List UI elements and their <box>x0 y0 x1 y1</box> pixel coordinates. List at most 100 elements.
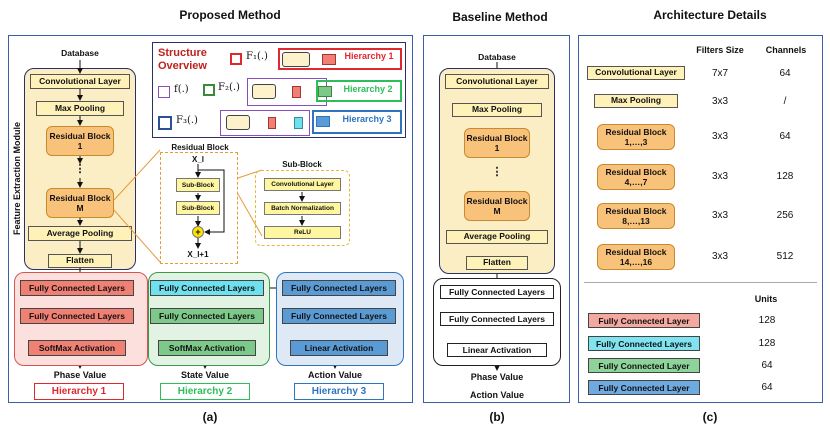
h2-feature-icon <box>252 84 276 99</box>
caption-b: (b) <box>489 410 505 424</box>
dots: ⋮ <box>74 163 86 175</box>
c-fc-4-units: 64 <box>761 382 773 393</box>
residual-block-title: Residual Block <box>171 143 229 152</box>
structure-title: Structure Overview <box>158 47 207 73</box>
residual-block-m: Residual Block M <box>46 188 114 218</box>
xl1-label: X_l+1 <box>187 250 209 259</box>
h2-softmax: SoftMax Activation <box>158 340 256 356</box>
c-res-4-filters: 3x3 <box>711 251 729 262</box>
f1-icon <box>230 53 242 65</box>
add-node: + <box>192 226 204 238</box>
conv-layer: Convolutional Layer <box>30 74 130 89</box>
b-residual-block-1: Residual Block 1 <box>464 128 530 158</box>
c-fc-3: Fully Connected Layer <box>588 358 700 373</box>
panel-architecture <box>578 35 823 403</box>
sb-relu: ReLU <box>264 226 341 239</box>
c-fc-3-units: 64 <box>761 360 773 371</box>
h1-fc-2: Fully Connected Layers <box>20 308 134 324</box>
c-res-3: Residual Block 8,…,13 <box>597 203 675 229</box>
b-average-pooling: Average Pooling <box>446 230 548 244</box>
col-units: Units <box>754 294 778 304</box>
sub-block-title: Sub-Block <box>282 160 322 169</box>
c-divider <box>584 282 817 283</box>
f2-label: F₂(.) <box>218 82 240 93</box>
sb-batchnorm: Batch Normalization <box>264 202 341 215</box>
h2-fc-2: Fully Connected Layers <box>150 308 264 324</box>
c-fc-2-units: 128 <box>758 338 776 349</box>
hierarchy-1-label: Hierarchy 1 <box>34 383 124 400</box>
b-flatten: Flatten <box>466 256 528 270</box>
flatten: Flatten <box>48 254 112 268</box>
h3-cyan-icon <box>294 117 303 129</box>
h3-label-so: Hierarchy 3 <box>342 114 392 124</box>
h3-fc-2: Fully Connected Layers <box>282 308 396 324</box>
h3-linear: Linear Activation <box>290 340 388 356</box>
c-res-1-filters: 3x3 <box>711 131 729 142</box>
h2-block <box>316 80 402 102</box>
f1-label: F₁(.) <box>246 51 268 62</box>
c-res-3-channels: 256 <box>776 210 794 221</box>
c-res-2-channels: 128 <box>776 171 794 182</box>
max-pooling: Max Pooling <box>36 101 124 116</box>
header-proposed: Proposed Method <box>179 8 281 22</box>
c-fc-1: Fully Connected Layer <box>588 313 700 328</box>
h2-label-so: Hierarchy 2 <box>343 84 393 94</box>
b-action-value: Action Value <box>469 390 524 400</box>
sub-block-2: Sub-Block <box>176 201 220 215</box>
h1-feature-icon <box>282 52 310 67</box>
c-conv-filters: 7x7 <box>711 68 729 79</box>
c-res-2-filters: 3x3 <box>711 171 729 182</box>
panel-baseline <box>423 35 570 403</box>
c-conv-channels: 64 <box>779 68 791 79</box>
c-res-4-channels: 512 <box>776 251 794 262</box>
h2-green-icon <box>318 86 332 97</box>
hierarchy-3-label: Hierarchy 3 <box>294 383 384 400</box>
c-maxpool-channels: / <box>783 96 787 107</box>
c-fc-2: Fully Connected Layers <box>588 336 700 351</box>
c-maxpool-filters: 3x3 <box>711 96 729 107</box>
header-architecture: Architecture Details <box>653 8 767 22</box>
database-label: Database <box>61 48 99 58</box>
h1-block <box>278 48 402 70</box>
b-fc-2: Fully Connected Layers <box>440 312 554 326</box>
c-conv: Convolutional Layer <box>587 66 685 80</box>
b-residual-block-m: Residual Block M <box>464 191 530 221</box>
h1-fc-icon <box>322 54 336 65</box>
c-fc-1-units: 128 <box>758 315 776 326</box>
b-conv-layer: Convolutional Layer <box>445 74 549 89</box>
caption-a: (a) <box>202 410 218 424</box>
phase-value: Phase Value <box>53 370 107 380</box>
c-maxpool: Max Pooling <box>594 94 678 108</box>
f-label: f(.) <box>174 84 189 95</box>
xl-label: X_l <box>191 155 204 164</box>
h3-feature-icon <box>226 115 250 130</box>
h1-fc-1: Fully Connected Layers <box>20 280 134 296</box>
b-database: Database <box>478 52 516 62</box>
f-icon <box>158 86 170 98</box>
h3-block <box>312 110 402 134</box>
c-res-4: Residual Block 14,…,16 <box>597 244 675 270</box>
h3-fc-icon <box>268 117 276 129</box>
hierarchy-2-label: Hierarchy 2 <box>160 383 250 400</box>
h3-fc-1: Fully Connected Layers <box>282 280 396 296</box>
c-res-1: Residual Block 1,…,3 <box>597 124 675 150</box>
c-res-2: Residual Block 4,…,7 <box>597 164 675 190</box>
b-max-pooling: Max Pooling <box>452 103 542 117</box>
h3-blue-icon <box>316 116 330 127</box>
sb-conv: Convolutional Layer <box>264 178 341 191</box>
col-channels: Channels <box>765 45 807 55</box>
c-res-1-channels: 64 <box>779 131 791 142</box>
h1-softmax: SoftMax Activation <box>28 340 126 356</box>
f3-label: F₃(.) <box>176 115 198 126</box>
c-res-3-filters: 3x3 <box>711 210 729 221</box>
b-dots: ⋮ <box>491 166 503 178</box>
action-value: Action Value <box>307 370 362 380</box>
h2-fc-1: Fully Connected Layers <box>150 280 264 296</box>
sub-block-detail <box>255 170 350 246</box>
panel-proposed <box>8 35 413 403</box>
b-phase-value: Phase Value <box>470 372 524 382</box>
residual-block-1: Residual Block 1 <box>46 126 114 156</box>
average-pooling: Average Pooling <box>28 226 132 241</box>
f2-icon <box>203 84 215 96</box>
state-value: State Value <box>180 370 230 380</box>
